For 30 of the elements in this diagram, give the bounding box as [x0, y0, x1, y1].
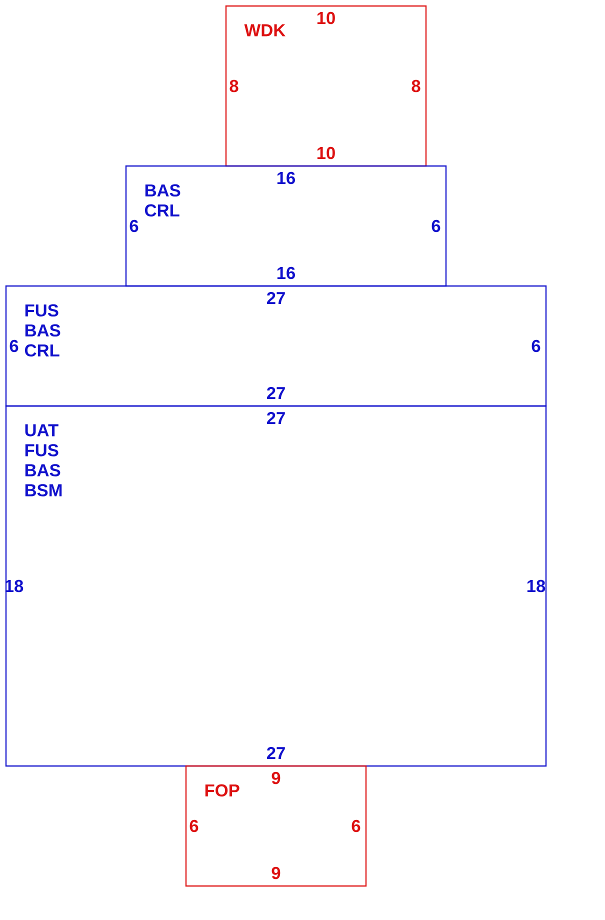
room-box [225, 5, 427, 167]
dimension-label: 6 [190, 820, 198, 832]
room-box [125, 165, 447, 287]
dimension-label: 6 [532, 340, 540, 352]
dimension-label: 18 [5, 580, 24, 592]
dimension-label: 27 [266, 292, 285, 304]
room-label: FUS BAS CRL [24, 304, 60, 357]
dimension-label: 27 [266, 412, 285, 424]
dimension-label: 6 [352, 820, 360, 832]
room-box [5, 405, 547, 767]
dimension-label: 9 [272, 866, 280, 880]
dimension-label: 16 [277, 266, 295, 280]
dimension-label: 10 [317, 12, 335, 24]
room-label: FOP [205, 784, 240, 797]
dimension-label: 6 [10, 340, 18, 352]
room-box [185, 765, 367, 887]
room-label: BAS CRL [144, 184, 180, 217]
room-box [5, 285, 547, 407]
dimension-label: 10 [317, 146, 335, 160]
room-label: UAT FUS BAS BSM [25, 424, 62, 496]
dimension-label: 8 [230, 80, 238, 92]
dimension-label: 9 [272, 772, 280, 784]
dimension-label: 6 [432, 220, 440, 232]
dimension-label: 27 [266, 746, 285, 760]
dimension-label: 27 [266, 386, 285, 400]
dimension-label: 6 [130, 220, 138, 232]
dimension-label: 18 [527, 580, 546, 592]
dimension-label: 16 [277, 172, 295, 184]
room-label: WDK [244, 24, 286, 36]
dimension-label: 8 [412, 80, 420, 92]
